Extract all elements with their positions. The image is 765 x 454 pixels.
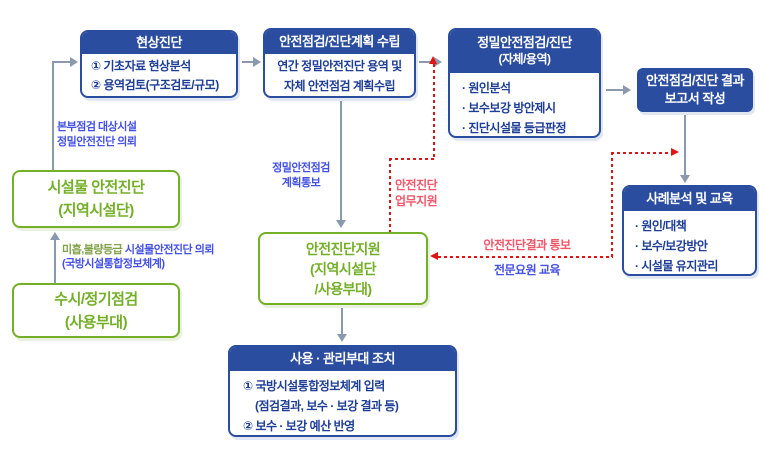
label-result-notice: 안전진단결과 통보 (483, 238, 571, 252)
plan-line: 자체 안전점검 계획수립 (283, 79, 396, 93)
label-hq-request-line2: 정밀안전진단 의뢰 (57, 136, 137, 148)
dotted-result-notice-vertical (611, 152, 613, 258)
arrowhead-result-notice-left (430, 252, 438, 260)
status-diagnosis-item: ② 용역검토(구조검토/규모) (91, 78, 219, 92)
node-report: 안전점검/진단 결과 보고서 작성 (637, 68, 753, 112)
node-status-diagnosis: 현상진단 ① 기초자료 현상분석 ② 용역검토(구조검토/규모) (80, 30, 238, 98)
precision-bullet: · 진단시설물 등급판정 (462, 121, 567, 135)
periodic-check-line: 수시/정기점검 (54, 290, 138, 308)
label-poor-grade-request: 미흡,불량등급 시설물안전진단 의뢰 (국방시설통합정보체계) (62, 243, 214, 271)
arrowhead-into-report (623, 85, 631, 95)
arrowhead-into-facility-diag (50, 232, 60, 240)
connector-plan-to-support (340, 98, 342, 221)
case-edu-bullet: · 보수/보강방안 (635, 239, 708, 253)
arrowhead-into-case (680, 175, 690, 183)
connector-report-to-case (684, 112, 686, 176)
unit-action-item: ① 국방시설통합정보체계 입력 (243, 379, 385, 393)
periodic-check-line: (사용부대) (64, 313, 128, 331)
arrowhead-into-action (337, 334, 347, 342)
node-unit-action-title: 사용 · 관리부대 조치 (230, 347, 455, 371)
label-support-work-line2: 업무지원 (395, 194, 438, 208)
dotted-result-notice-top-horizontal (611, 152, 673, 154)
diag-support-line: /사용부대) (314, 280, 372, 297)
label-support-work-line1: 안전진단 (395, 178, 438, 192)
node-precision-title: 정밀안전점검/진단 (477, 35, 572, 50)
node-case-edu: 사례분석 및 교육 · 원인/대책 · 보수/보강방안 · 시설물 유지관리 (622, 185, 757, 276)
arrowhead-into-support (336, 220, 346, 228)
arrowhead-result-notice-right (671, 148, 679, 156)
dotted-support-work-horizontal (389, 158, 435, 160)
connector-plan-to-precision (419, 61, 436, 63)
case-edu-bullet: · 시설물 유지관리 (635, 259, 718, 273)
arrowhead-into-precision (434, 57, 442, 67)
connector-precision-to-report (606, 89, 625, 91)
node-precision-subtitle: (자체/용역) (498, 52, 552, 66)
connector-support-to-action (341, 305, 343, 335)
unit-action-item: (점검결과, 보수 · 보강 결과 등) (255, 399, 399, 413)
case-edu-bullet: · 원인/대책 (635, 219, 687, 233)
report-line: 안전점검/진단 결과 (646, 73, 744, 88)
label-hq-request-line1: 본부점검 대상시설 (57, 121, 137, 133)
dotted-support-work-vertical-upper (433, 64, 435, 160)
report-line: 보고서 작성 (664, 91, 726, 106)
label-hq-request: 본부점검 대상시설 정밀안전진단 의뢰 (57, 120, 137, 150)
node-plan-title: 안전점검/진단계획 수립 (265, 30, 414, 54)
precision-bullet: · 보수보강 방안제시 (462, 101, 556, 115)
arrowhead-support-work-up (429, 56, 437, 64)
facility-diag-line: (지역시설단) (58, 202, 134, 219)
node-periodic-check: 수시/정기점검 (사용부대) (12, 283, 180, 338)
dotted-support-work-vertical-lower (389, 158, 391, 232)
label-plan-notice: 정밀안전점검 계획통보 (264, 161, 338, 191)
label-plan-notice-line1: 정밀안전점검 (272, 162, 330, 174)
label-expert-training: 전문요원 교육 (493, 263, 561, 277)
connector-facility-to-status-vertical (52, 61, 54, 170)
label-plan-notice-line2: 계획통보 (281, 177, 321, 189)
status-diagnosis-item: ① 기초자료 현상분석 (91, 59, 191, 73)
node-precision: 정밀안전점검/진단 (자체/용역) · 원인분석 · 보수보강 방안제시 · 진… (448, 28, 601, 138)
node-unit-action: 사용 · 관리부대 조치 ① 국방시설통합정보체계 입력 (점검결과, 보수 ·… (228, 345, 457, 437)
unit-action-item: ② 보수 · 보강 예산 반영 (243, 419, 355, 433)
connector-status-to-plan (242, 61, 255, 63)
arrowhead-into-plan (253, 57, 261, 67)
plan-line: 연간 정밀안전진단 용역 및 (277, 59, 402, 73)
node-plan: 안전점검/진단계획 수립 연간 정밀안전진단 용역 및 자체 안전점검 계획수립 (263, 28, 416, 98)
diag-support-line: (지역시설단 (309, 260, 377, 277)
node-status-diagnosis-title: 현상진단 (82, 32, 236, 54)
label-poor-grade-part2: 시설물안전진단 의뢰 (122, 244, 215, 256)
connector-facility-to-status-horizontal (52, 61, 72, 63)
dotted-result-notice-bottom-horizontal (438, 256, 613, 258)
arrowhead-into-status-diagnosis (70, 57, 78, 67)
label-poor-grade-line2: (국방시설통합정보체계) (62, 258, 165, 270)
label-support-work: 안전진단 업무지원 (395, 177, 438, 209)
diag-support-line: 안전진단지원 (305, 240, 381, 257)
facility-diag-line: 시설물 안전진단 (47, 179, 145, 196)
precision-bullet: · 원인분석 (462, 81, 511, 95)
node-case-edu-title: 사례분석 및 교육 (624, 187, 755, 211)
connector-periodic-to-facility (54, 240, 56, 283)
label-poor-grade-part1: 미흡,불량등급 (62, 244, 123, 256)
node-diag-support: 안전진단지원 (지역시설단 /사용부대) (258, 232, 428, 305)
node-facility-diag: 시설물 안전진단 (지역시설단) (12, 170, 180, 228)
